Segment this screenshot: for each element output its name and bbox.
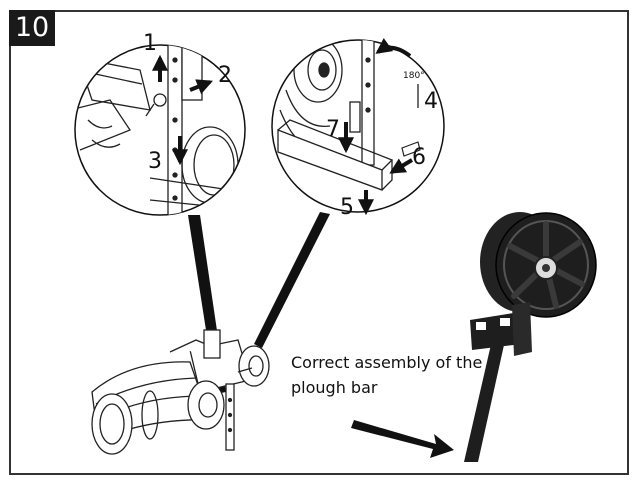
callout-6: 6 [412,145,426,170]
step-number-badge: 10 [9,10,55,46]
caption-line-2: plough bar [291,378,378,397]
callout-2: 2 [218,63,232,88]
leader-line-right [254,212,330,348]
callout-3: 3 [148,149,162,174]
callout-4: 4 [424,89,438,114]
callout-5: 5 [340,195,354,220]
figure-frame [9,10,629,475]
assembly-caption: Correct assembly of the plough bar [291,350,491,400]
pointer-arrow [351,420,454,458]
rotation-label: 180° [403,71,425,81]
callout-1: 1 [143,31,157,56]
plough-bar-assembly [464,212,597,462]
caption-line-1: Correct assembly of the [291,353,483,372]
tiller-illustration [91,329,270,455]
detail-circle-left [74,44,246,216]
detail-circle-right [271,38,445,216]
callout-7: 7 [326,117,340,142]
